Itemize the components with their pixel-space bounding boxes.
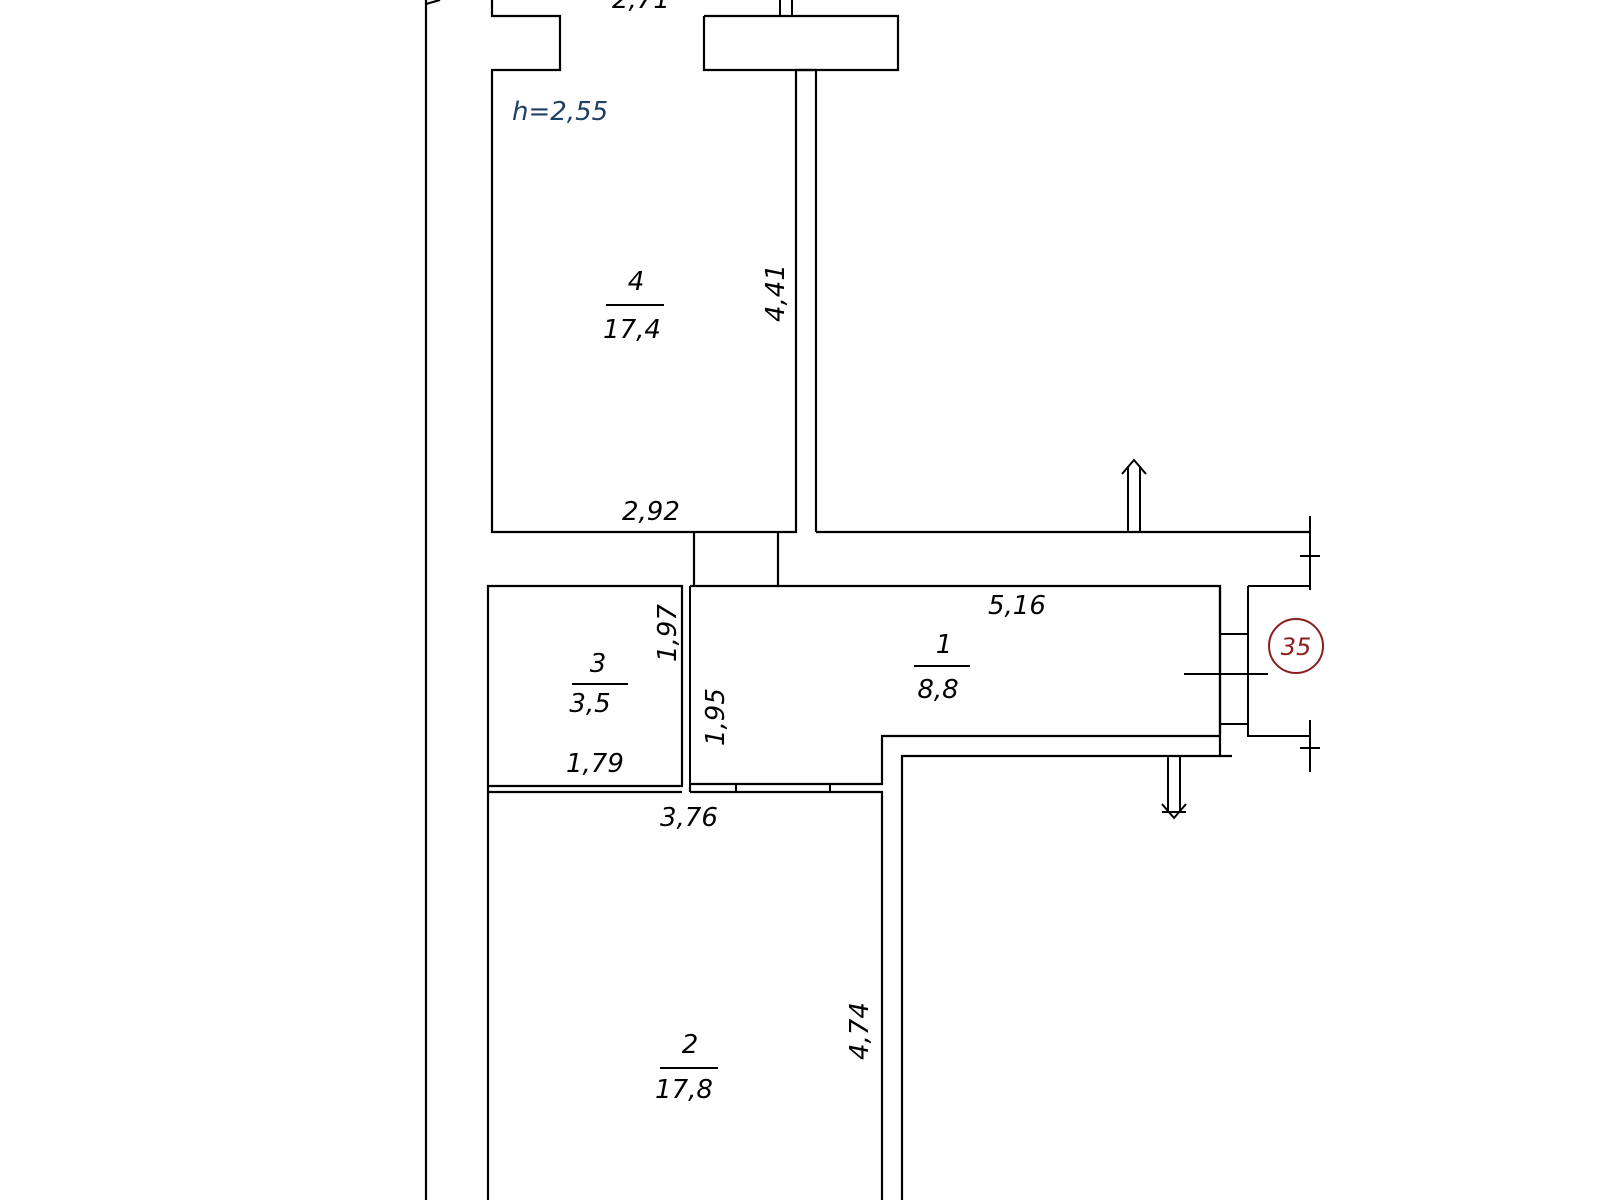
room-3-area: 3,5 [569,689,610,719]
room-4-label: 4 17,4 [603,267,664,345]
room-2-outline [688,754,1220,1200]
outer-left-wall [424,0,441,1200]
dimension-room1-width: 5,16 [988,591,1046,621]
room-4-area: 17,4 [603,315,661,345]
room-3-number: 3 [590,649,607,679]
dimension-room1-height: 1,95 [701,688,731,746]
entrance-door [1184,585,1320,772]
apartment-number: 35 [1281,633,1312,661]
room-1-area: 8,8 [917,675,958,705]
dimension-room4-width: 2,92 [622,497,680,527]
dimension-room4-height: 4,41 [761,264,791,322]
dimension-room3-height: 1,97 [653,604,683,662]
ceiling-height-note: h=2,55 [512,97,608,127]
room-2-label: 2 17,8 [655,1030,718,1105]
room-1-outline [690,584,1232,792]
dimension-room2-height: 4,74 [845,1002,875,1060]
corridor-top-wall [816,458,1320,590]
room-1-label: 1 8,8 [914,630,970,705]
room-2-area: 17,8 [655,1075,713,1105]
room-3-label: 3 3,5 [569,649,628,719]
apartment-number-marker: 35 [1268,618,1324,674]
dimension-top-partial: 2,71 [612,0,670,15]
room-4-outline [490,0,900,534]
dimension-room3-width: 1,79 [566,749,624,779]
room-4-number: 4 [628,267,645,297]
room-1-number: 1 [936,630,953,660]
room-3-outline [486,584,691,1200]
room-2-number: 2 [682,1030,699,1060]
dimension-room2-width: 3,76 [660,803,718,833]
doorway-block [692,532,780,586]
